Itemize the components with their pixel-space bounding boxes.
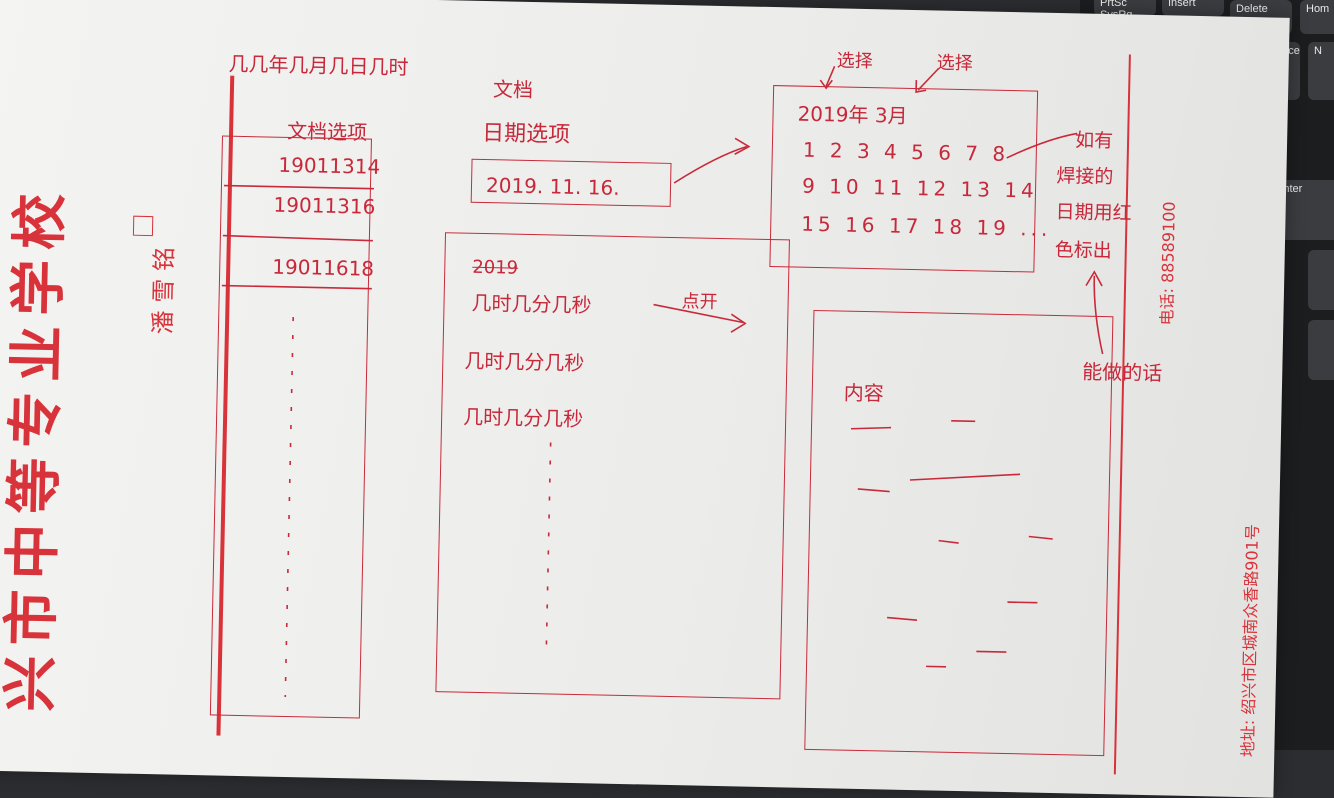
pen-strokes — [0, 0, 1290, 798]
key-insert: Insert — [1162, 0, 1224, 16]
key-n: N — [1308, 42, 1334, 100]
paper-sheet: 兴市中等专业学校 潘 雪 铭 电话: 88589100 地址: 绍兴市区城南众香… — [0, 0, 1290, 798]
key-brightness-2 — [1308, 320, 1334, 380]
key-brightness — [1308, 250, 1334, 310]
key-home: Hom — [1300, 0, 1334, 34]
